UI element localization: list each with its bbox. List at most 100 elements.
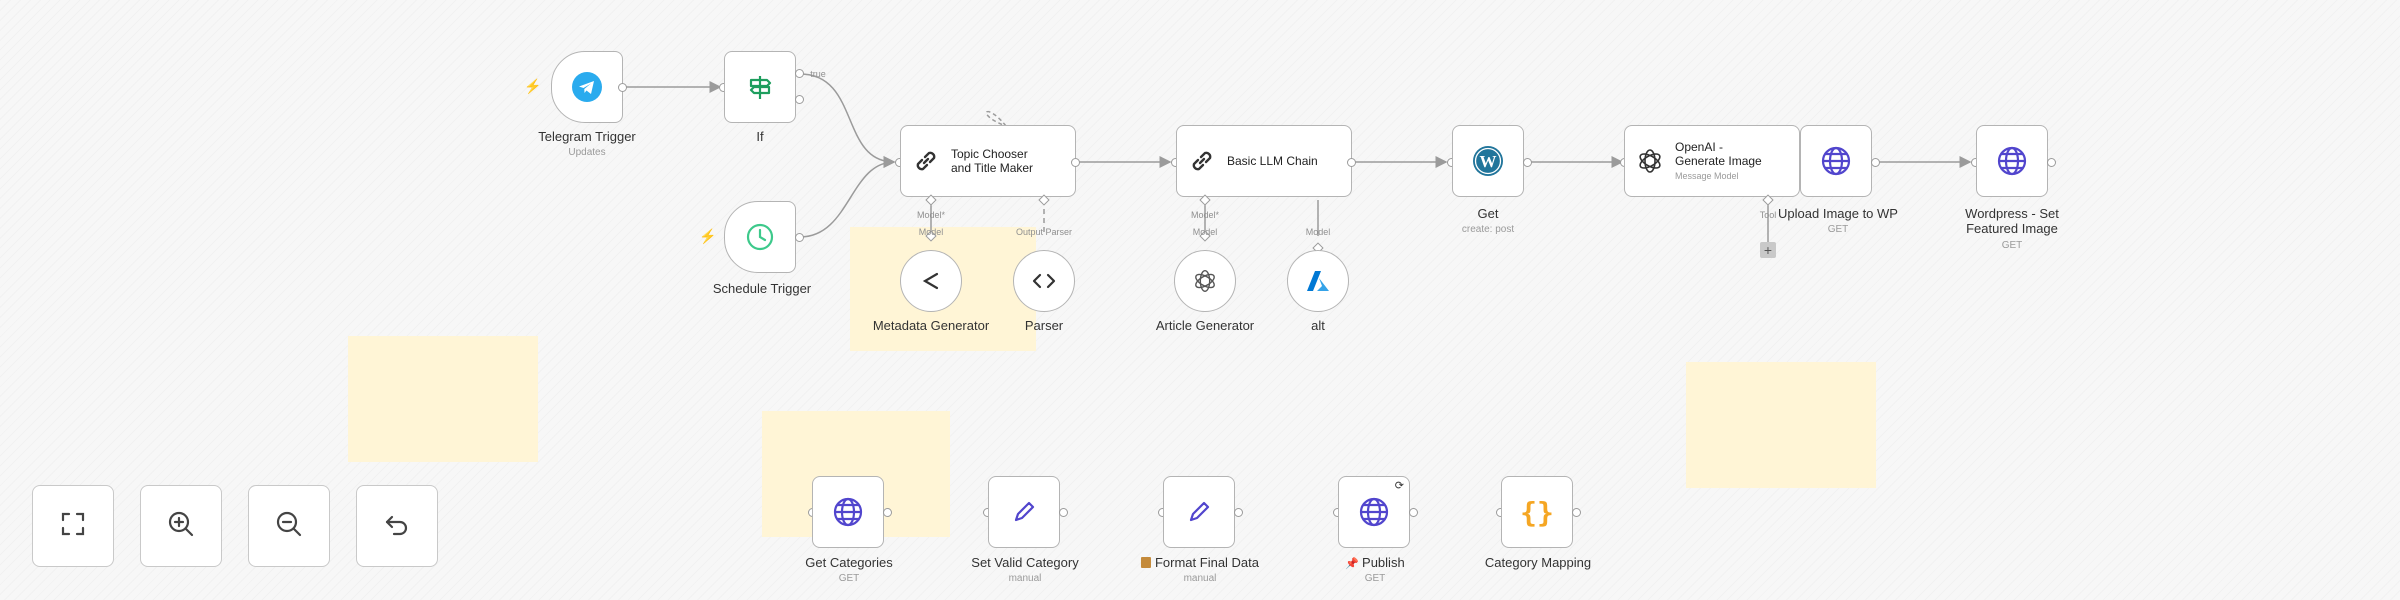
zoom-out-button[interactable] — [248, 485, 330, 567]
node-upload-image-to-wp[interactable] — [1800, 125, 1872, 197]
node-schedule-trigger[interactable] — [724, 201, 796, 273]
node-label: Set Valid Category — [971, 555, 1079, 570]
node-label: Metadata Generator — [872, 318, 990, 333]
notebook-icon — [1140, 557, 1151, 568]
chain-link-icon — [1187, 146, 1217, 176]
output-label-true: true — [810, 69, 826, 79]
node-get[interactable]: W — [1452, 125, 1524, 197]
node-alt[interactable] — [1287, 250, 1349, 312]
connector-label-model: Model — [1305, 227, 1331, 237]
node-if[interactable] — [724, 51, 796, 123]
node-label-text: Format Final Data — [1154, 555, 1260, 570]
node-topic-chooser-and-title-maker[interactable]: Topic Chooser and Title Maker — [900, 125, 1076, 197]
globe-icon — [832, 496, 864, 528]
node-label: Wordpress - Set Featured Image — [1965, 206, 2059, 236]
connector-label-tool: Tool — [1759, 210, 1777, 220]
pencil-icon — [1010, 498, 1038, 526]
node-wordpress-set-featured-image[interactable] — [1976, 125, 2048, 197]
output-port[interactable] — [1523, 158, 1532, 167]
output-port[interactable] — [1071, 158, 1080, 167]
code-brackets-icon — [1031, 268, 1057, 294]
add-tool-button[interactable]: + — [1760, 242, 1776, 258]
node-get-categories[interactable] — [812, 476, 884, 548]
output-port[interactable] — [1347, 158, 1356, 167]
connector-label-output-parser: Output Parser — [1015, 227, 1073, 237]
node-subtitle: manual — [1008, 573, 1042, 584]
output-port[interactable] — [883, 508, 892, 517]
output-port[interactable] — [795, 233, 804, 242]
node-category-mapping[interactable]: {} — [1501, 476, 1573, 548]
output-port-false[interactable] — [795, 95, 804, 104]
connection — [799, 156, 896, 238]
node-label-line1: Topic Chooser — [951, 147, 1028, 161]
node-label: Get — [1477, 206, 1499, 221]
globe-icon — [1820, 145, 1852, 177]
pin-icon: 📌 — [1345, 558, 1360, 570]
globe-icon — [1358, 496, 1390, 528]
node-subtitle: Message Model — [1675, 170, 1739, 181]
telegram-icon — [571, 71, 603, 103]
connector-label-model: Model* — [916, 210, 946, 220]
node-openai-generate-image[interactable]: OpenAI - Generate Image Message Model — [1624, 125, 1800, 197]
openai-icon — [1635, 146, 1665, 176]
signpost-icon — [745, 72, 775, 102]
fit-view-button[interactable] — [32, 485, 114, 567]
openai-icon — [1191, 267, 1219, 295]
undo-icon — [382, 509, 412, 544]
share-icon — [917, 267, 945, 295]
svg-text:W: W — [1480, 152, 1497, 171]
node-parser[interactable] — [1013, 250, 1075, 312]
curly-braces-icon: {} — [1520, 495, 1554, 529]
node-label: Parser — [1024, 318, 1064, 333]
reset-zoom-button[interactable] — [356, 485, 438, 567]
node-label-line2: Featured Image — [1966, 221, 2058, 236]
node-format-final-data[interactable] — [1163, 476, 1235, 548]
node-basic-llm-chain[interactable]: Basic LLM Chain — [1176, 125, 1352, 197]
connector-label-model: Model — [918, 227, 944, 237]
zoom-in-icon — [166, 509, 196, 544]
node-label-line2: and Title Maker — [951, 161, 1034, 175]
node-metadata-generator[interactable] — [900, 250, 962, 312]
output-port[interactable] — [1409, 508, 1418, 517]
node-label: 📌Publish — [1345, 555, 1404, 572]
azure-icon — [1304, 267, 1332, 295]
output-port[interactable] — [1059, 508, 1068, 517]
chain-link-icon — [911, 146, 941, 176]
output-port[interactable] — [2047, 158, 2056, 167]
node-label-line1: Wordpress - Set — [1965, 206, 2059, 221]
node-subtitle: create: post — [1461, 224, 1515, 235]
node-label-line1: OpenAI - — [1675, 139, 1724, 154]
node-publish[interactable]: ⟳ — [1338, 476, 1410, 548]
node-set-valid-category[interactable] — [988, 476, 1060, 548]
node-label: Get Categories — [805, 555, 893, 570]
node-label: Telegram Trigger — [538, 129, 636, 144]
wordpress-icon: W — [1471, 144, 1505, 178]
pencil-icon — [1185, 498, 1213, 526]
clock-icon — [745, 222, 775, 252]
trigger-bolt-icon: ⚡ — [699, 228, 717, 244]
output-port-true[interactable] — [795, 69, 804, 78]
sticky-note[interactable] — [1686, 362, 1876, 488]
node-label-line2: Generate Image — [1675, 153, 1762, 168]
sticky-note[interactable] — [348, 336, 538, 462]
node-subtitle: GET — [1827, 224, 1849, 235]
output-port[interactable] — [1871, 158, 1880, 167]
node-telegram-trigger[interactable] — [551, 51, 623, 123]
connection — [985, 110, 1007, 127]
node-label: Category Mapping — [1484, 555, 1592, 570]
node-subtitle: GET — [1364, 573, 1386, 584]
node-label-text: Publish — [1362, 555, 1405, 570]
output-port[interactable] — [618, 83, 627, 92]
node-subtitle: GET — [2001, 240, 2023, 251]
node-article-generator[interactable] — [1174, 250, 1236, 312]
connector-label-model: Model* — [1190, 210, 1220, 220]
output-port[interactable] — [1234, 508, 1243, 517]
node-subtitle: GET — [838, 573, 860, 584]
node-subtitle: Updates — [568, 147, 606, 158]
fullscreen-icon — [58, 509, 88, 544]
zoom-out-icon — [274, 509, 304, 544]
output-port[interactable] — [1572, 508, 1581, 517]
zoom-in-button[interactable] — [140, 485, 222, 567]
